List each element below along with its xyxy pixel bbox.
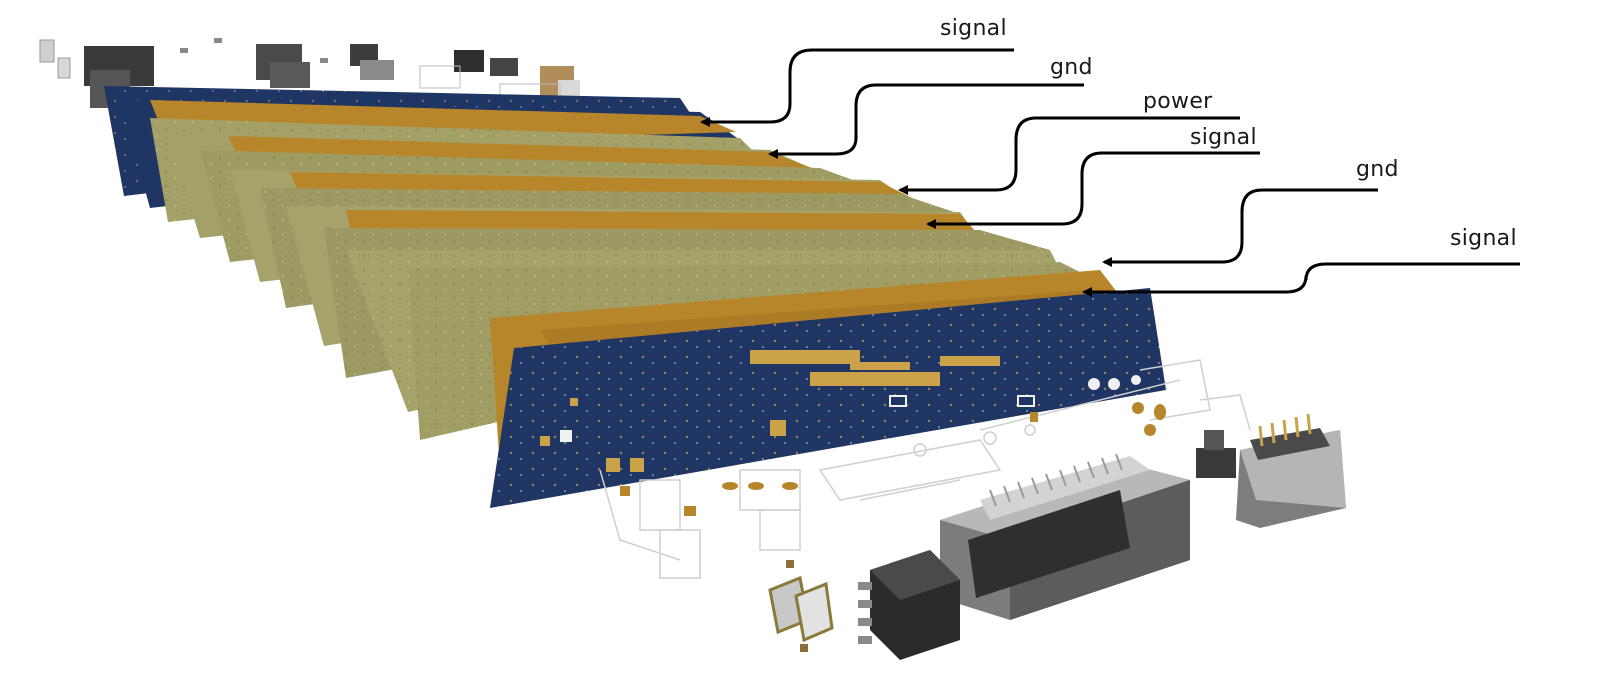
leader-lines <box>700 48 1520 297</box>
bottom-paste-pads <box>620 402 1166 516</box>
layer-label-signal-top: signal <box>940 16 1007 41</box>
bottom-silkscreen-layer <box>599 359 1251 579</box>
layer-label-gnd-2: gnd <box>1356 157 1399 182</box>
layer-label-power: power <box>1143 89 1213 114</box>
pcb-layer-stack <box>104 86 1166 508</box>
leader-power <box>898 116 1240 195</box>
leader-gnd-1 <box>768 83 1084 159</box>
camera-connector-icon <box>940 453 1190 620</box>
leader-signal-2 <box>926 151 1260 229</box>
leader-signal-1 <box>700 48 1014 127</box>
crystal-oscillator-icon <box>768 560 834 652</box>
layer-label-gnd-1: gnd <box>1050 55 1093 80</box>
layer-label-signal-inner: signal <box>1190 125 1257 150</box>
layer-label-signal-bottom: signal <box>1450 226 1517 251</box>
leader-signal-3 <box>1082 262 1520 297</box>
leader-gnd-2 <box>1102 188 1378 267</box>
power-inductor-icon <box>858 550 960 660</box>
usb-connector-icon <box>1196 413 1346 528</box>
